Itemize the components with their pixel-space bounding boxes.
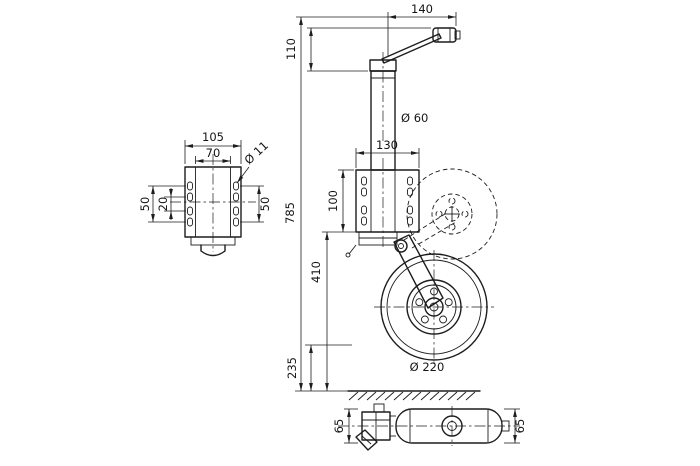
dim-70-label: 70 <box>206 146 221 160</box>
dim-front-inner-20: 20 <box>156 188 186 220</box>
dim-total-height-785: 785 <box>283 16 388 392</box>
dim-front-width-105: 105 <box>184 130 242 164</box>
dim-410-label: 410 <box>309 261 323 283</box>
dim-tube-diameter-label: Ø 60 <box>401 111 428 125</box>
dim-front-right-50: 50 <box>240 185 272 223</box>
side-plate <box>355 169 420 233</box>
dim-wheel-diameter-label: Ø 220 <box>410 360 445 374</box>
dim-785-label: 785 <box>283 202 297 224</box>
swing-mechanism <box>345 231 444 309</box>
dim-65-left-label: 65 <box>332 419 346 434</box>
dim-100-label: 100 <box>326 190 340 212</box>
side-view: Ø 60 <box>283 2 498 401</box>
folded-view: 65 65 <box>332 403 527 451</box>
dim-140-label: 140 <box>411 2 433 16</box>
ground-line <box>347 390 481 401</box>
wheel <box>374 250 494 368</box>
dim-65-right-label: 65 <box>513 419 527 434</box>
dim-hole-diameter: Ø 11 <box>236 138 271 184</box>
front-view: 105 70 Ø 11 50 20 <box>138 130 272 257</box>
dim-offset-235: 235 <box>285 344 352 391</box>
dim-folded-left-65: 65 <box>332 408 358 444</box>
wheel-raised-position <box>403 168 498 260</box>
folded-clamp <box>355 403 396 451</box>
dim-front-left-50: 50 <box>138 185 186 223</box>
folded-wheel <box>395 408 510 444</box>
dim-20-label: 20 <box>156 197 170 212</box>
dim-front-width-70: 70 <box>195 146 231 164</box>
front-plate-body <box>184 166 242 257</box>
dim-130-label: 130 <box>376 138 398 152</box>
dim-crank-throw-140: 140 <box>387 2 457 56</box>
dim-235-label: 235 <box>285 357 299 379</box>
dim-110-label: 110 <box>284 38 298 60</box>
dim-swing-410: 410 <box>309 231 356 391</box>
dim-o11-label: Ø 11 <box>241 138 271 167</box>
dim-right-50-label: 50 <box>258 197 272 212</box>
dim-folded-right-65: 65 <box>504 408 527 444</box>
dim-plate-width-130: 130 <box>355 138 420 168</box>
dim-left-50-label: 50 <box>138 197 152 212</box>
dim-crank-height-110: 110 <box>284 27 431 72</box>
dim-105-label: 105 <box>202 130 224 144</box>
crank-handle <box>369 27 461 72</box>
dim-plate-height-100: 100 <box>326 169 354 232</box>
